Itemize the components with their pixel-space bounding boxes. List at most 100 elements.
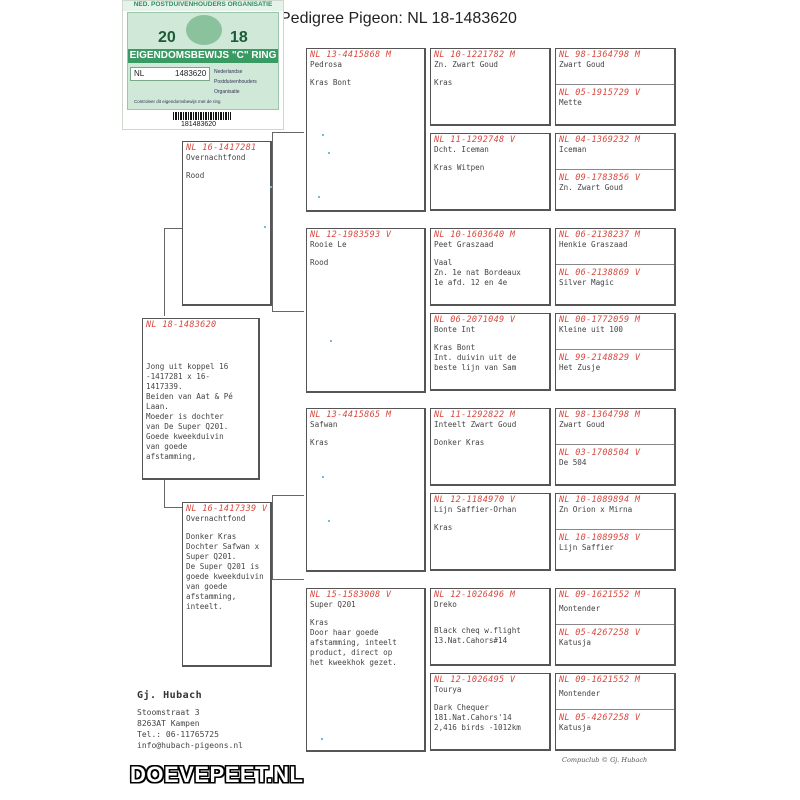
- divider: [556, 84, 674, 85]
- great-grandparent-ring: NL 10-1221782 M: [434, 50, 516, 60]
- great-grandparent-box[interactable]: NL 11-1292748 V Dcht. Iceman Kras Witpen: [430, 133, 551, 211]
- grandparent-line: Kras Bont: [310, 78, 352, 87]
- dam-box[interactable]: NL 16-1417339 V Overnachtfond Donker Kra…: [182, 502, 272, 667]
- gg-grandparent-pair-box[interactable]: NL 10-1089894 M Zn Orion x Mirna NL 10-1…: [555, 493, 676, 571]
- dam-name: Overnachtfond: [186, 514, 246, 523]
- sire-name: Overnachtfond: [186, 153, 246, 162]
- ownership-band: EIGENDOMSBEWIJS "C" RING: [128, 49, 278, 63]
- barcode-number: 181483620: [181, 121, 217, 128]
- subject-line: -1417281 x 16-: [146, 372, 211, 381]
- gg-grandparent-name: Zn. Zwart Goud: [559, 183, 624, 192]
- gg-grandparent-pair-box[interactable]: NL 09-1621552 M Montender NL 05-4267258 …: [555, 673, 676, 751]
- gg-grandparent-name: Lijn Saffier: [559, 543, 614, 552]
- great-grandparent-line: Donker Kras: [434, 438, 485, 447]
- great-grandparent-box[interactable]: NL 06-2071049 V Bonte Int Kras Bont Int.…: [430, 313, 551, 391]
- breeder-name: Gj. Hubach: [137, 690, 203, 701]
- great-grandparent-box[interactable]: NL 12-1026496 M Dreko Black cheq w.fligh…: [430, 588, 551, 666]
- great-grandparent-box[interactable]: NL 12-1184970 V Lijn Saffier-Orhan Kras: [430, 493, 551, 571]
- great-grandparent-ring: NL 10-1603640 M: [434, 230, 516, 240]
- subject-line: Moeder is dochter: [146, 412, 224, 421]
- grandparent-box[interactable]: NL 13-4415865 M Safwan Kras: [306, 408, 426, 572]
- grandparent-ring: NL 13-4415865 M: [310, 410, 392, 420]
- connector: [272, 495, 304, 500]
- gg-grandparent-ring: NL 04-1369232 M: [559, 135, 641, 145]
- dam-line: Donker Kras: [186, 532, 237, 541]
- acknowledgement-text: Controleer dit eigendomsbewijs met de ri…: [134, 99, 221, 104]
- gg-grandparent-pair-box[interactable]: NL 04-1369232 M Iceman NL 09-1783856 V Z…: [555, 133, 676, 211]
- subject-line: Goede kweekduivin: [146, 432, 224, 441]
- gg-grandparent-name: Silver Magic: [559, 278, 614, 287]
- great-grandparent-ring: NL 11-1292748 V: [434, 135, 516, 145]
- grandparent-line: afstamming, inteelt: [310, 638, 397, 647]
- great-grandparent-box[interactable]: NL 10-1603640 M Peet Graszaad Vaal Zn. 1…: [430, 228, 551, 306]
- breeder-info: Gj. Hubach Stoomstraat 3 8263AT Kampen T…: [137, 690, 243, 751]
- great-grandparent-name: Dcht. Iceman: [434, 145, 489, 154]
- decorative-dot: [330, 340, 332, 342]
- divider: [556, 264, 674, 265]
- gg-grandparent-ring: NL 03-1708504 V: [559, 448, 641, 458]
- gg-grandparent-name: Zwart Goud: [559, 420, 605, 429]
- gg-grandparent-name: De 504: [559, 458, 587, 467]
- subject-line: afstamming,: [146, 452, 197, 461]
- gg-grandparent-pair-box[interactable]: NL 06-2138237 M Henkie Graszaad NL 06-21…: [555, 228, 676, 306]
- great-grandparent-line: Black cheq w.flight: [434, 626, 521, 635]
- great-grandparent-line: 2,416 birds -1012km: [434, 723, 521, 732]
- ring-card-body: 20 18 EIGENDOMSBEWIJS "C" RING NL 148362…: [127, 12, 279, 110]
- page-title: Pedigree Pigeon: NL 18-1483620: [280, 10, 517, 27]
- great-grandparent-box[interactable]: NL 12-1026495 V Tourya Dark Chequer 181.…: [430, 673, 551, 751]
- gg-grandparent-name: Katusja: [559, 723, 592, 732]
- grandparent-box[interactable]: NL 13-4415868 M Pedrosa Kras Bont: [306, 48, 426, 212]
- gg-grandparent-pair-box[interactable]: NL 98-1364798 M Zwart Goud NL 05-1915729…: [555, 48, 676, 126]
- gg-grandparent-ring: NL 06-2138237 M: [559, 230, 641, 240]
- gg-grandparent-name: Henkie Graszaad: [559, 240, 628, 249]
- footer-credit: Compuclub © Gj. Hubach: [562, 756, 648, 764]
- subject-pigeon-box[interactable]: NL 18-1483620 Jong uit koppel 16 -141728…: [142, 318, 260, 480]
- divider: [556, 444, 674, 445]
- gg-grandparent-ring: NL 10-1089958 V: [559, 533, 641, 543]
- sire-box[interactable]: NL 16-1417281 Overnachtfond Rood: [182, 141, 272, 306]
- gg-grandparent-name: Zwart Goud: [559, 60, 605, 69]
- decorative-dot: [328, 152, 330, 154]
- gg-grandparent-name: Kleine uit 100: [559, 325, 624, 334]
- org-line-2: Postduivenhouders: [214, 79, 257, 85]
- breeder-email[interactable]: info@hubach-pigeons.nl: [137, 741, 243, 750]
- breeder-phone: Tel.: 06-11765725: [137, 730, 219, 739]
- org-line-1: Nederlandse: [214, 69, 243, 75]
- grandparent-ring: NL 12-1983593 V: [310, 230, 392, 240]
- gg-grandparent-pair-box[interactable]: NL 00-1772059 M Kleine uit 100 NL 99-214…: [555, 313, 676, 391]
- divider: [556, 529, 674, 530]
- gg-grandparent-ring: NL 09-1621552 M: [559, 675, 641, 685]
- gg-grandparent-ring: NL 09-1783856 V: [559, 173, 641, 183]
- great-grandparent-ring: NL 12-1026495 V: [434, 675, 516, 685]
- gg-grandparent-pair-box[interactable]: NL 09-1621552 M Montender NL 05-4267258 …: [555, 588, 676, 666]
- great-grandparent-box[interactable]: NL 10-1221782 M Zn. Zwart Goud Kras: [430, 48, 551, 126]
- grandparent-box[interactable]: NL 15-1583008 V Super Q201 Kras Door haa…: [306, 588, 426, 752]
- great-grandparent-line: Zn. 1e nat Bordeaux: [434, 268, 521, 277]
- organisation-caption: NED. POSTDUIVENHOUDERS ORGANISATIE: [123, 1, 283, 11]
- great-grandparent-name: Dreko: [434, 600, 457, 609]
- year-left: 20: [158, 29, 176, 46]
- grandparent-line: product, direct op: [310, 648, 393, 657]
- great-grandparent-name: Bonte Int: [434, 325, 476, 334]
- great-grandparent-name: Inteelt Zwart Goud: [434, 420, 517, 429]
- dam-line: De Super Q201 is: [186, 562, 260, 571]
- dam-line: inteelt.: [186, 602, 223, 611]
- subject-line: van goede: [146, 442, 188, 451]
- grandparent-name: Safwan: [310, 420, 338, 429]
- grandparent-line: het kweekhok gezet.: [310, 658, 397, 667]
- gg-grandparent-ring: NL 05-1915729 V: [559, 88, 641, 98]
- great-grandparent-name: Tourya: [434, 685, 462, 694]
- divider: [556, 349, 674, 350]
- great-grandparent-box[interactable]: NL 11-1292822 M Inteelt Zwart Goud Donke…: [430, 408, 551, 486]
- grandparent-box[interactable]: NL 12-1983593 V Rooie Le Rood: [306, 228, 426, 393]
- grandparent-line: Rood: [310, 258, 329, 267]
- gg-grandparent-name: Montender: [559, 604, 601, 613]
- great-grandparent-line: 13.Nat.Cahors#14: [434, 636, 508, 645]
- dam-line: Super Q201.: [186, 552, 237, 561]
- gg-grandparent-pair-box[interactable]: NL 98-1364798 M Zwart Goud NL 03-1708504…: [555, 408, 676, 486]
- grandparent-line: Kras: [310, 438, 329, 447]
- dam-line: van goede: [186, 582, 228, 591]
- decorative-dot: [322, 476, 324, 478]
- connector: [272, 500, 304, 580]
- gg-grandparent-name: Iceman: [559, 145, 587, 154]
